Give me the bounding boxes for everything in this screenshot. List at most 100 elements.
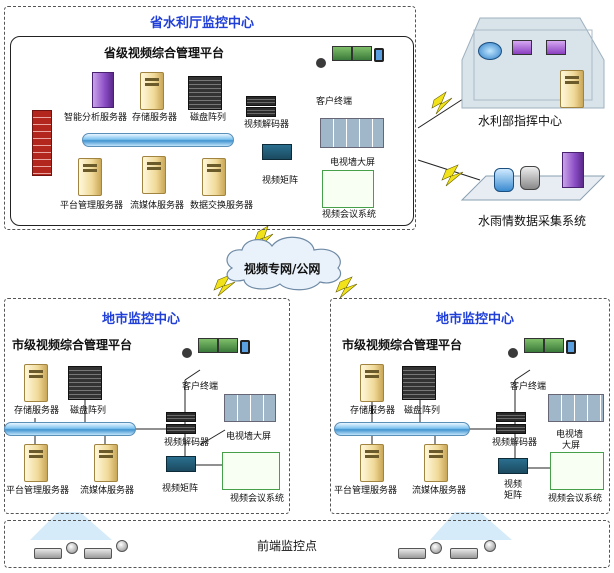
city-right-streaming-server-label: 流媒体服务器	[412, 486, 467, 496]
intelligent-server-icon	[92, 72, 114, 108]
dome-camera-icon-4	[484, 540, 496, 552]
city-right-tv-wall-label-1: 电视墙	[556, 430, 584, 440]
streaming-server-icon	[142, 156, 166, 194]
camera-icon-2	[84, 548, 112, 559]
disk-array-icon	[188, 76, 222, 110]
tv-wall-label: 电视墙大屏	[330, 158, 376, 168]
platform-server-label: 平台管理服务器	[60, 201, 124, 211]
city-left-disk-array-icon	[68, 366, 102, 400]
camera-icon-3	[398, 548, 426, 559]
network-cloud-label: 视频专网/公网	[244, 262, 321, 276]
city-left-streaming-server-icon	[94, 444, 118, 482]
provincial-center-frame	[4, 6, 416, 230]
rain-database-icon-2	[520, 166, 540, 190]
city-left-decoder-icon	[166, 412, 196, 422]
provincial-network-bus	[82, 133, 234, 147]
rain-server-icon	[562, 152, 584, 188]
city-left-tablet-icon	[240, 340, 250, 354]
city-right-tv-wall-icon	[548, 394, 604, 422]
video-matrix-icon	[262, 144, 292, 160]
city-left-operator-icon	[182, 348, 192, 358]
platform-server-icon	[78, 158, 102, 196]
city-right-frame	[330, 298, 610, 514]
city-left-monitor-icon	[198, 338, 218, 353]
city-right-monitor-icon-2	[544, 338, 564, 353]
city-left-network-bus	[4, 422, 136, 436]
beam-left	[30, 512, 112, 540]
camera-icon-4	[450, 548, 478, 559]
intelligent-server-label: 智能分析服务器	[64, 113, 128, 123]
ministry-center-label: 水利部指挥中心	[478, 114, 563, 128]
city-left-streaming-server-label: 流媒体服务器	[80, 486, 135, 496]
city-right-streaming-server-icon	[424, 444, 448, 482]
city-right-video-conference-label: 视频会议系统	[548, 494, 603, 504]
city-left-title: 地市监控中心	[102, 312, 181, 327]
rain-database-icon	[494, 168, 514, 192]
city-right-video-matrix-label-1: 视频	[504, 480, 523, 490]
streaming-server-label: 流媒体服务器	[130, 201, 185, 211]
city-right-disk-array-label: 磁盘阵列	[404, 406, 441, 416]
city-right-platform-server-icon	[360, 444, 384, 482]
city-left-storage-server-label: 存储服务器	[14, 406, 60, 416]
city-right-decoder-icon	[496, 412, 526, 422]
city-left-monitor-icon-2	[218, 338, 238, 353]
city-right-video-matrix-label-2: 矩阵	[504, 491, 523, 501]
city-left-disk-array-label: 磁盘阵列	[70, 406, 107, 416]
operator-person-icon	[316, 58, 326, 68]
city-left-video-matrix-label: 视频矩阵	[162, 484, 199, 494]
dome-camera-icon-3	[430, 542, 442, 554]
video-matrix-label: 视频矩阵	[262, 176, 299, 186]
dome-camera-icon	[66, 542, 78, 554]
city-right-operator-icon	[508, 348, 518, 358]
city-left-platform-server-label: 平台管理服务器	[6, 486, 70, 496]
camera-icon	[34, 548, 62, 559]
rain-collection-label: 水雨情数据采集系统	[478, 214, 587, 228]
network-cloud	[226, 236, 342, 291]
city-left-platform-title: 市级视频综合管理平台	[12, 338, 133, 352]
city-left-tv-wall-icon	[224, 394, 276, 422]
city-left-video-decoder-label: 视频解码器	[164, 438, 210, 448]
tv-wall-icon	[320, 118, 384, 148]
city-right-storage-server-label: 存储服务器	[350, 406, 396, 416]
data-exchange-server-label: 数据交换服务器	[190, 201, 254, 211]
storage-server-icon	[140, 72, 164, 110]
city-right-platform-server-label: 平台管理服务器	[334, 486, 398, 496]
city-left-client-terminal-label: 客户终端	[182, 382, 219, 392]
firewall-icon	[32, 110, 52, 176]
ministry-monitor-icon	[512, 40, 532, 55]
city-right-video-decoder-label: 视频解码器	[492, 438, 538, 448]
provincial-platform-title: 省级视频综合管理平台	[104, 46, 225, 60]
city-left-matrix-icon	[166, 456, 196, 472]
city-right-matrix-icon	[498, 458, 528, 474]
city-right-title: 地市监控中心	[436, 312, 515, 327]
ministry-database-icon	[478, 42, 502, 60]
city-left-decoder-icon-2	[166, 424, 196, 434]
client-monitor-icon-2	[352, 46, 372, 61]
city-right-tv-wall-label-2: 大屏	[562, 441, 581, 451]
video-decoder-label: 视频解码器	[244, 120, 290, 130]
frontend-frame	[4, 520, 610, 568]
city-right-disk-array-icon	[402, 366, 436, 400]
city-left-storage-server-icon	[24, 364, 48, 402]
provincial-center-title: 省水利厅监控中心	[150, 16, 255, 31]
storage-server-label: 存储服务器	[132, 113, 178, 123]
city-right-platform-title: 市级视频综合管理平台	[342, 338, 463, 352]
city-left-frame	[4, 298, 290, 514]
client-monitor-icon	[332, 46, 352, 61]
video-decoder-icon	[246, 96, 276, 106]
city-right-tablet-icon	[566, 340, 576, 354]
beam-right	[430, 512, 512, 540]
data-exchange-server-icon	[202, 158, 226, 196]
city-left-video-conference-label: 视频会议系统	[230, 494, 285, 504]
ministry-server-icon	[560, 70, 584, 108]
city-left-conference-box	[222, 452, 280, 490]
video-conference-label: 视频会议系统	[322, 210, 377, 220]
disk-array-label: 磁盘阵列	[190, 113, 227, 123]
dome-camera-icon-2	[116, 540, 128, 552]
city-right-decoder-icon-2	[496, 424, 526, 434]
ministry-monitor-icon-2	[546, 40, 566, 55]
city-right-monitor-icon	[524, 338, 544, 353]
city-right-conference-box	[550, 452, 604, 490]
tablet-icon	[374, 48, 384, 62]
city-right-client-terminal-label: 客户终端	[510, 382, 547, 392]
